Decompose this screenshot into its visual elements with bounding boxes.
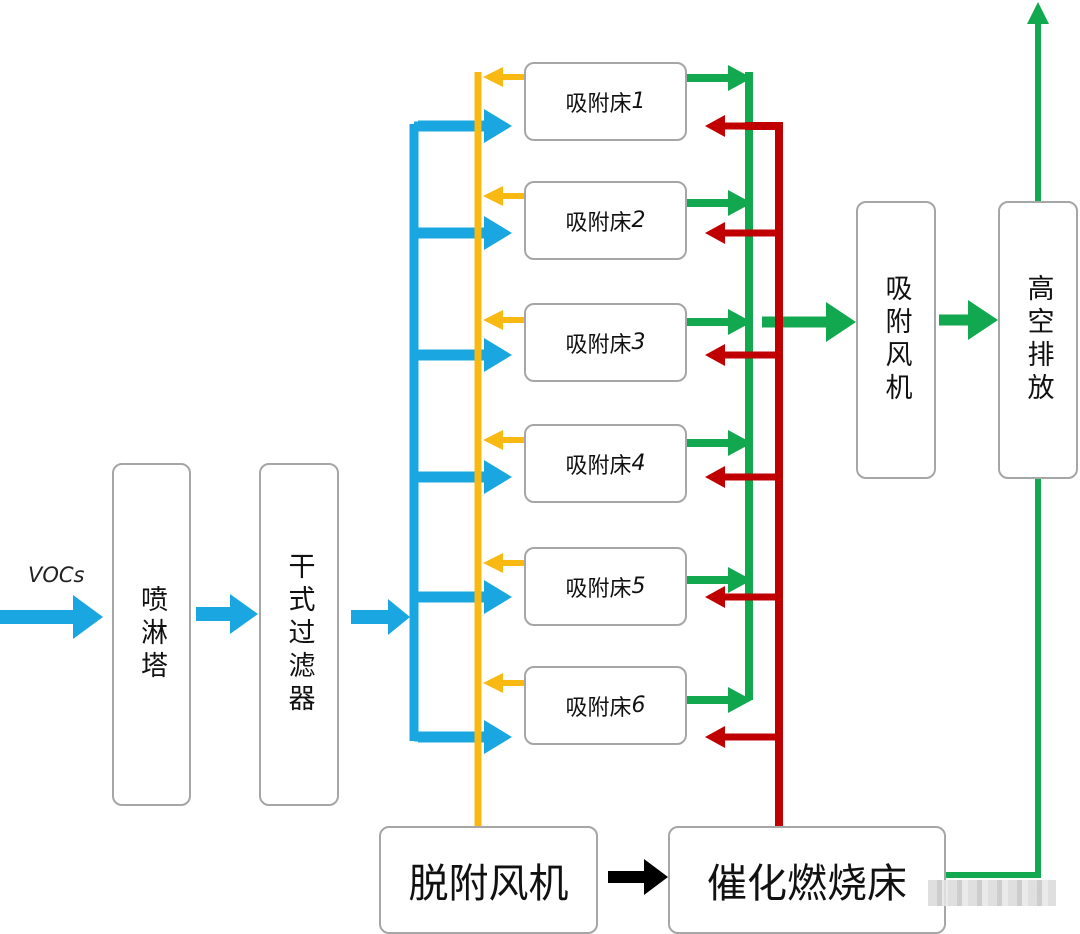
hot-return-branch-arrow-3-arrowhead-icon <box>705 344 725 366</box>
adsorption-bed-label: 吸附床 <box>565 453 632 479</box>
adsorption-bed-label: 吸附床 <box>565 91 632 117</box>
desorption-fan-label: 脱附风机 <box>408 861 569 907</box>
adsorption-bed-label: 吸附床 <box>565 576 632 602</box>
desorption-branch-arrow-6-arrowhead-icon <box>483 673 503 693</box>
hot-return-branch-arrow-4-arrowhead-icon <box>705 466 725 488</box>
intake-branch-arrow-3-arrowhead-icon <box>484 338 512 372</box>
filter-to-manifold-arrow-arrowhead-icon <box>388 599 410 635</box>
desorption-branch-arrow-1-arrowhead-icon <box>483 67 503 87</box>
hot-return-branch-arrow-1-arrowhead-icon <box>705 115 725 137</box>
desorption-branch-arrow-4-arrowhead-icon <box>483 430 503 450</box>
stack-label: 高空排放 <box>1022 274 1054 406</box>
clean-branch-arrow-5-arrowhead-icon <box>728 567 752 593</box>
intake-branch-arrow-4-arrowhead-icon <box>484 460 512 494</box>
clean-branch-arrow-3-arrowhead-icon <box>728 309 752 335</box>
desorption-branch-arrow-3-arrowhead-icon <box>483 310 503 330</box>
adsorption-bed-label: 吸附床 <box>565 332 632 358</box>
desorption-fan-box: 脱附风机 <box>379 826 598 934</box>
catalytic-bed-box: 催化燃烧床 <box>668 826 946 934</box>
adsorption-fan-label: 吸附风机 <box>880 274 912 406</box>
intake-branch-arrow-2-arrowhead-icon <box>484 216 512 250</box>
adsorption-bed-label: 吸附床 <box>565 695 632 721</box>
stack-outlet-arrowhead-icon <box>1027 2 1049 24</box>
desorption-branch-arrow-2-arrowhead-icon <box>483 186 503 206</box>
spray-to-filter-arrow-arrowhead-icon <box>230 594 258 634</box>
dry-filter-box: 干式过滤器 <box>259 463 339 806</box>
intake-branch-arrow-6-arrowhead-icon <box>484 720 512 754</box>
intake-branch-arrow-5-arrowhead-icon <box>484 580 512 614</box>
hot-return-branch-arrow-5-arrowhead-icon <box>705 586 725 608</box>
adsorption-fan-box: 吸附风机 <box>856 201 936 479</box>
spray-tower-box: 喷淋塔 <box>112 463 191 806</box>
adsorption-bed-number: 6 <box>631 693 646 718</box>
desorption-to-catalytic-arrow-arrowhead-icon <box>644 859 668 895</box>
catalytic-bed-label: 催化燃烧床 <box>707 861 907 907</box>
dry-filter-label: 干式过滤器 <box>283 552 315 717</box>
adsorption-fan-to-stack-arrow-arrowhead-icon <box>968 300 998 340</box>
adsorption-bed-number: 2 <box>631 208 646 233</box>
bus-to-adsorption-fan-arrow-arrowhead-icon <box>826 302 856 342</box>
stack-box: 高空排放 <box>998 201 1078 479</box>
adsorption-bed-number: 4 <box>631 451 646 476</box>
adsorption-bed-number: 3 <box>631 330 646 355</box>
spray-tower-label: 喷淋塔 <box>136 585 167 684</box>
vocs-input-arrow-arrowhead-icon <box>73 595 103 639</box>
adsorption-bed-number: 1 <box>631 89 646 114</box>
adsorption-bed-label: 吸附床 <box>565 210 632 236</box>
hot-return-branch-arrow-2-arrowhead-icon <box>705 222 725 244</box>
clean-branch-arrow-4-arrowhead-icon <box>728 430 752 456</box>
adsorption-bed-number: 5 <box>631 574 646 599</box>
intake-branch-arrow-1-arrowhead-icon <box>484 109 512 143</box>
clean-branch-arrow-2-arrowhead-icon <box>728 190 752 216</box>
vocs-input-label: VOCs <box>28 563 85 587</box>
clean-branch-arrow-1-arrowhead-icon <box>728 65 752 91</box>
watermark-pixelated <box>928 880 1056 906</box>
hot-return-branch-arrow-6-arrowhead-icon <box>705 726 725 748</box>
clean-branch-arrow-6-arrowhead-icon <box>728 687 752 713</box>
desorption-branch-arrow-5-arrowhead-icon <box>483 553 503 573</box>
